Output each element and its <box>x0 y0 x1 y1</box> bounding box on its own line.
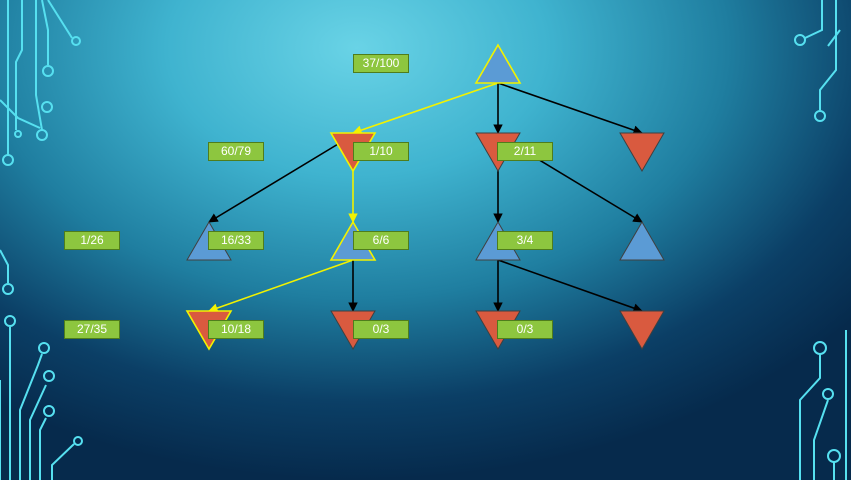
circuit-node <box>42 65 54 77</box>
circuit-line <box>0 249 9 283</box>
score-label-a: 60/79 <box>208 142 264 161</box>
circuit-node <box>822 388 834 400</box>
score-label-b1a: 0/3 <box>353 320 409 339</box>
tree-edge-root-a <box>352 82 499 135</box>
circuit-node <box>43 405 55 417</box>
circuit-line <box>813 399 829 480</box>
circuit-node <box>794 34 806 46</box>
tree-edge-a-a1 <box>208 134 354 223</box>
circuit-line <box>799 354 821 480</box>
score-label-a2: 16/33 <box>208 231 264 250</box>
tree-edge-a2-a2a <box>208 259 354 313</box>
score-label-a2a: 27/35 <box>64 320 120 339</box>
circuit-node <box>71 36 81 46</box>
circuit-node <box>36 129 48 141</box>
circuit-line <box>41 0 49 65</box>
score-label-b1b: 0/3 <box>497 320 553 339</box>
score-label-a2b: 10/18 <box>208 320 264 339</box>
min-node-b1b <box>619 310 665 350</box>
max-node-root <box>474 43 522 84</box>
score-label-a1: 1/26 <box>64 231 120 250</box>
circuit-line <box>51 443 75 480</box>
circuit-node <box>38 342 50 354</box>
score-label-b1: 6/6 <box>353 231 409 250</box>
score-label-b2: 3/4 <box>497 231 553 250</box>
score-label-b: 1/10 <box>353 142 409 161</box>
circuit-node <box>14 130 22 138</box>
circuit-node <box>827 449 841 463</box>
circuit-node <box>2 283 14 295</box>
min-node-c <box>619 132 665 172</box>
circuit-line <box>804 0 823 39</box>
circuit-line <box>827 29 841 47</box>
circuit-line <box>15 0 23 130</box>
circuit-node <box>43 370 55 382</box>
tree-edge-b1-b1b <box>497 259 643 313</box>
circuit-node <box>4 315 16 327</box>
max-node-b2 <box>619 221 665 261</box>
circuit-node <box>2 154 14 166</box>
circuit-node <box>813 341 827 355</box>
circuit-line <box>39 417 47 480</box>
circuit-node <box>41 101 53 113</box>
score-label-root: 37/100 <box>353 54 409 73</box>
score-label-c: 2/11 <box>497 142 553 161</box>
circuit-line <box>29 384 47 480</box>
circuit-node <box>73 436 83 446</box>
circuit-line <box>35 0 43 131</box>
circuit-line <box>47 0 73 39</box>
circuit-line <box>19 353 43 480</box>
circuit-node <box>814 110 826 122</box>
circuit-line <box>0 99 41 129</box>
tree-edge-root-c <box>497 82 643 135</box>
